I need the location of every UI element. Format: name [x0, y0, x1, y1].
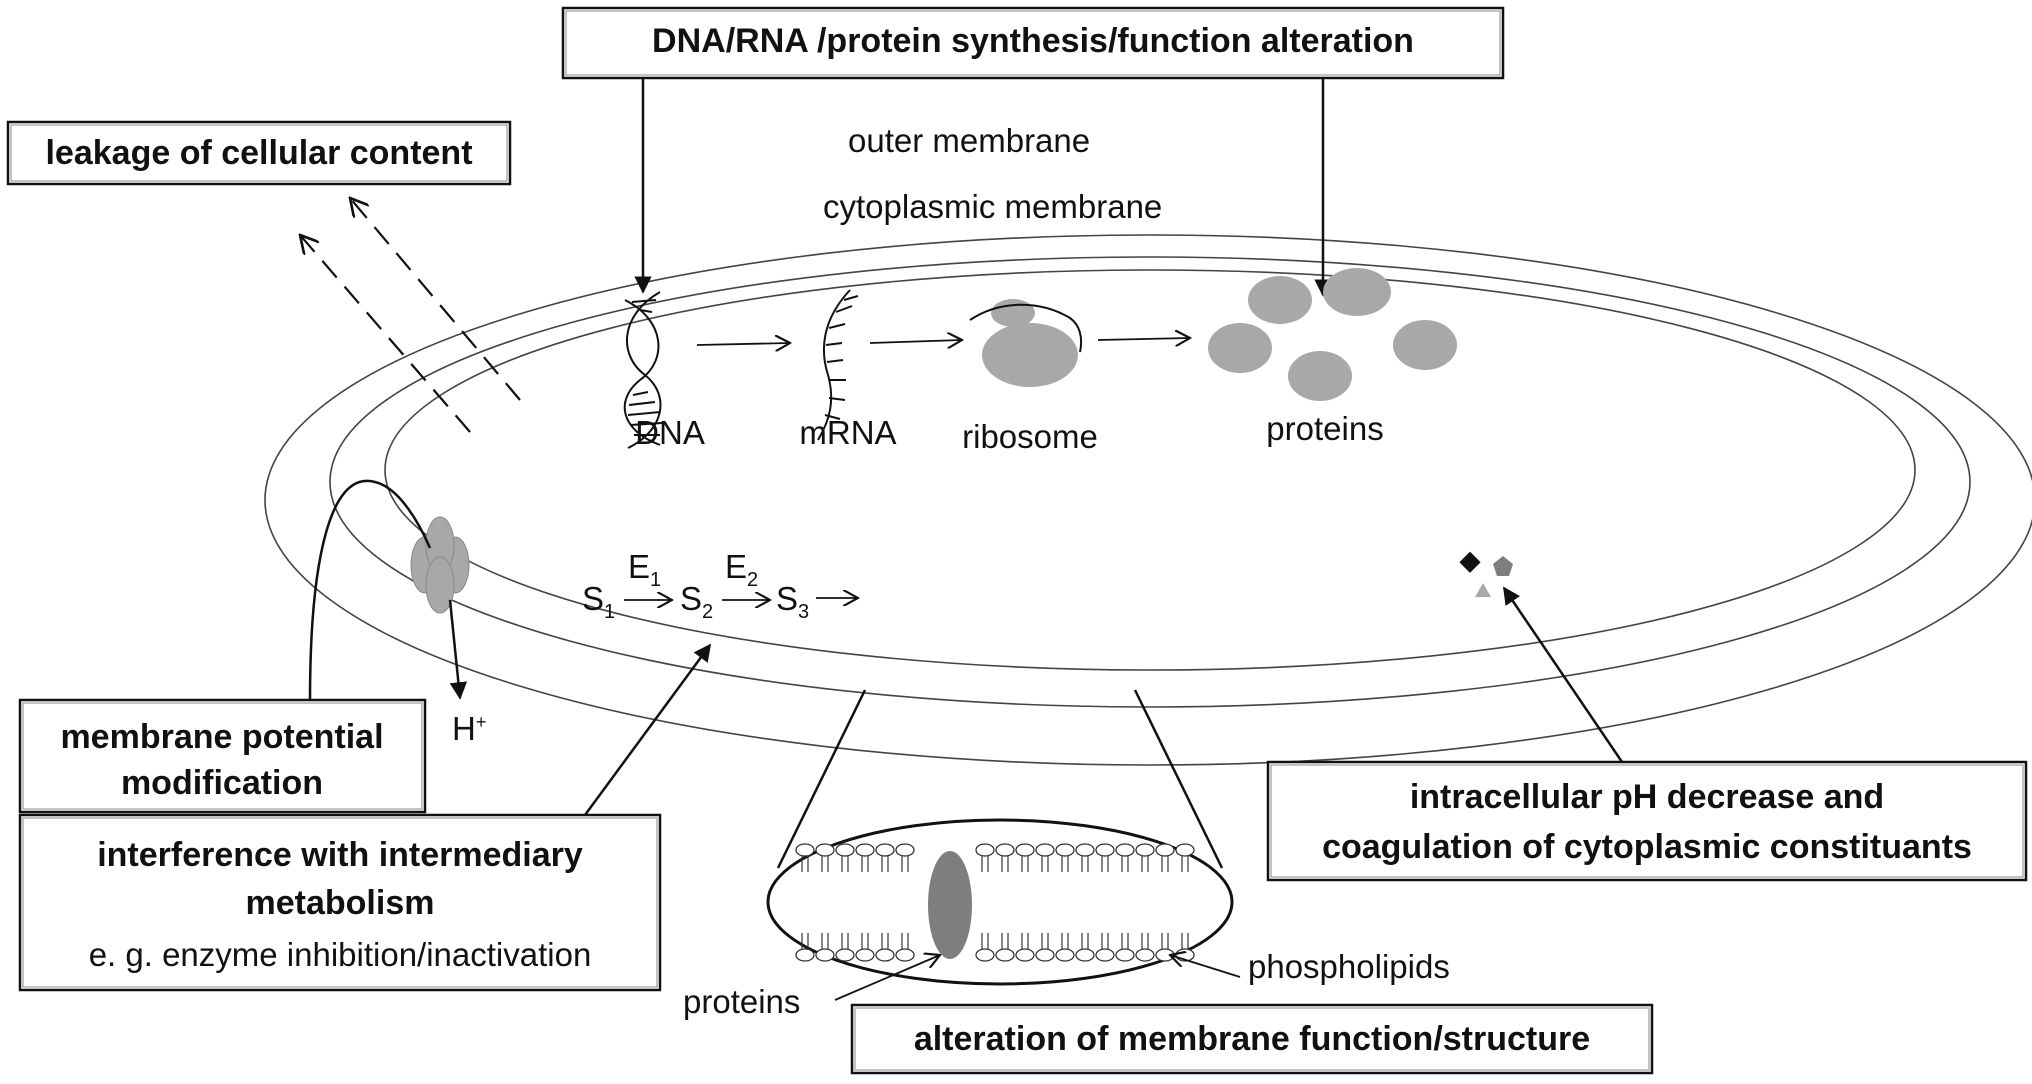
inset-proteins-label: proteins: [683, 983, 800, 1020]
phospholipid-head: [1055, 948, 1075, 962]
ribosome-icon: [969, 299, 1083, 387]
membrane-potential-curve: [308, 479, 432, 701]
zoom-line-left: [776, 689, 867, 869]
phospholipid-head: [1115, 948, 1135, 962]
membrane-channel-icon: [410, 516, 470, 614]
metabolism-line3: e. g. enzyme inhibition/inactivation: [89, 936, 592, 973]
phospholipid-head: [995, 948, 1015, 962]
phospholipid-head: [855, 948, 875, 962]
phospholipid-bilayer: [795, 843, 1195, 962]
ph-line1: intracellular pH decrease and: [1410, 778, 1884, 816]
cytoplasmic-membrane-inner-ellipse: [384, 269, 1916, 671]
ph-line2: coagulation of cytoplasmic constituants: [1322, 828, 1972, 866]
proteins-label: proteins: [1266, 410, 1383, 447]
cell-membranes: [264, 234, 2032, 766]
ribosome-to-proteins-arrow: [1097, 338, 1190, 340]
synthesis-box-text: DNA/RNA /protein synthesis/function alte…: [652, 22, 1414, 60]
membrane-structure-text: alteration of membrane function/structur…: [914, 1020, 1590, 1058]
membrane-structure-box: alteration of membrane function/structur…: [850, 1003, 1654, 1075]
phospholipid-head: [975, 948, 995, 962]
phospholipid-head: [815, 843, 835, 857]
dna-helix-icon: [623, 291, 663, 449]
phospholipid-head: [875, 843, 895, 857]
phospholipid-head: [1095, 948, 1115, 962]
phospholipid-head: [895, 843, 915, 857]
substrate-2: S2: [680, 580, 713, 623]
proton-arrow: [448, 599, 468, 700]
metabolism-line1: interference with intermediary: [97, 836, 583, 874]
protein-blobs: [1208, 268, 1457, 401]
dna-to-mrna-arrow: [696, 343, 790, 345]
membrane-potential-line1: membrane potential: [60, 718, 383, 756]
metabolism-box: interference with intermediary metabolis…: [18, 813, 662, 992]
phospholipid-head: [975, 843, 995, 857]
mrna-to-ribosome-arrow: [869, 340, 962, 343]
ph-arrow: [1502, 586, 1624, 763]
leakage-box-text: leakage of cellular content: [45, 134, 472, 172]
zoom-line-right: [1133, 689, 1224, 869]
phospholipid-head: [1055, 843, 1075, 857]
ribosome-label: ribosome: [962, 418, 1098, 455]
enzyme-1: E1: [628, 548, 661, 591]
phospholipid-head: [1015, 843, 1035, 857]
metabolism-line2: metabolism: [246, 884, 435, 922]
phospholipid-head: [1135, 843, 1155, 857]
proton-label: H+: [452, 710, 486, 747]
phospholipid-head: [875, 948, 895, 962]
dna-label: DNA: [635, 414, 705, 451]
mrna-strand-icon: [817, 289, 859, 441]
phospholipids-arrow: [1170, 955, 1241, 978]
synthesis-box: DNA/RNA /protein synthesis/function alte…: [561, 6, 1505, 80]
mrna-label: mRNA: [799, 414, 896, 451]
cytoplasmic-membrane-label: cytoplasmic membrane: [823, 188, 1162, 225]
outer-membrane-label: outer membrane: [848, 122, 1090, 159]
phospholipid-head: [835, 948, 855, 962]
substrate-1: S1: [582, 580, 615, 623]
phospholipid-head: [795, 948, 815, 962]
phospholipid-head: [795, 843, 815, 857]
phospholipid-head: [1035, 843, 1055, 857]
ph-box: intracellular pH decrease and coagulatio…: [1266, 760, 2028, 882]
phospholipid-head: [1155, 843, 1175, 857]
phospholipid-head: [1135, 948, 1155, 962]
phospholipid-head: [815, 948, 835, 962]
phospholipid-head: [1075, 843, 1095, 857]
leakage-dashed-arrows: [300, 198, 521, 433]
membrane-inset: [766, 818, 1234, 986]
phospholipid-head: [1035, 948, 1055, 962]
phospholipid-head: [1175, 843, 1195, 857]
leakage-box: leakage of cellular content: [6, 120, 512, 186]
phospholipid-head: [995, 843, 1015, 857]
phospholipid-head: [1095, 843, 1115, 857]
outer-membrane-ellipse: [264, 234, 2032, 766]
enzyme-2: E2: [725, 548, 758, 591]
phospholipid-head: [855, 843, 875, 857]
cytoplasmic-membrane-outer-ellipse: [329, 256, 1971, 708]
phospholipid-head: [1115, 843, 1135, 857]
phospholipids-label: phospholipids: [1248, 948, 1450, 985]
inset-membrane-protein: [928, 851, 972, 959]
metabolic-pathway: S1 E1 S2 E2 S3: [582, 548, 858, 623]
inset-proteins-arrow: [834, 955, 940, 1001]
metabolism-arrow: [583, 643, 712, 816]
phospholipid-head: [1075, 948, 1095, 962]
phospholipid-head: [895, 948, 915, 962]
substrate-3: S3: [776, 580, 809, 623]
membrane-potential-line2: modification: [121, 764, 323, 802]
membrane-potential-box: membrane potential modification: [18, 698, 427, 814]
phospholipid-head: [1015, 948, 1035, 962]
phospholipid-head: [835, 843, 855, 857]
